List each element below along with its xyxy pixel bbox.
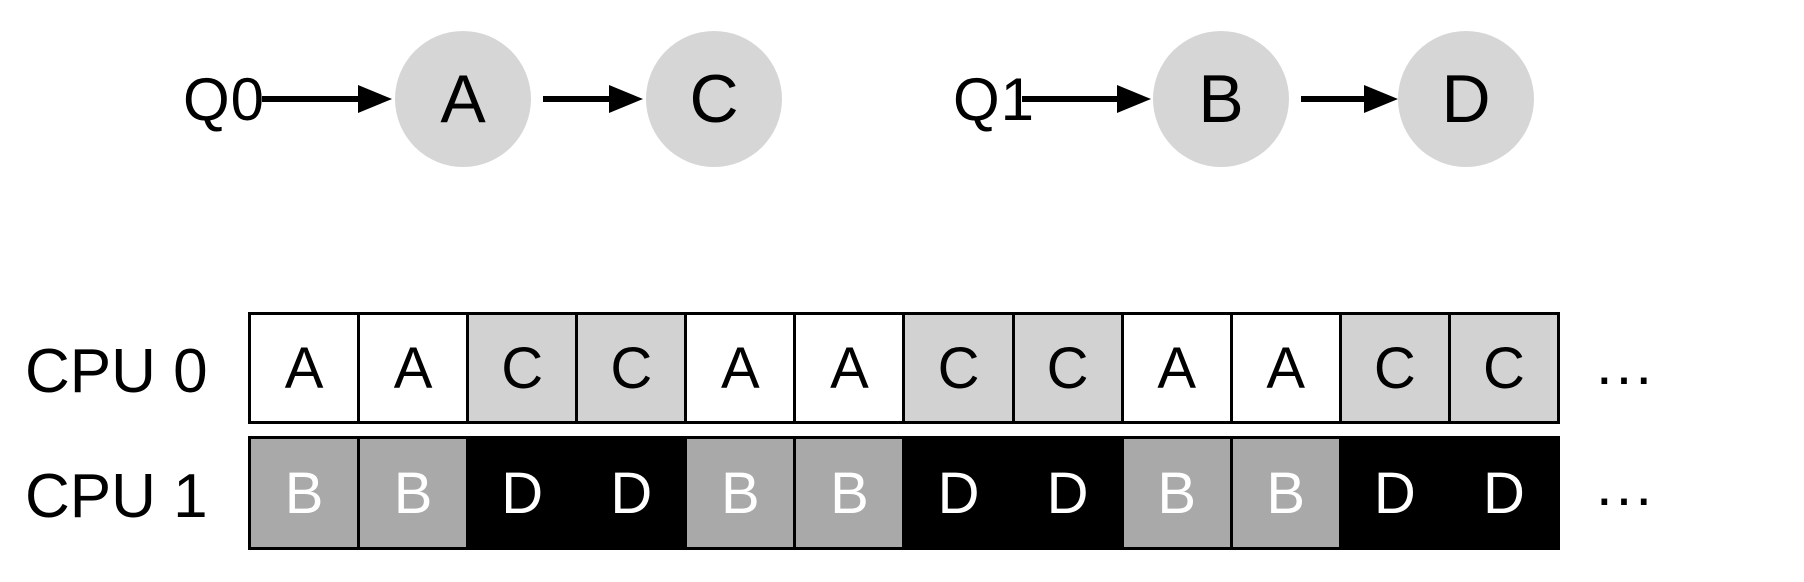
schedule-slot: D <box>1341 436 1451 550</box>
task-node-d: D <box>1398 31 1534 167</box>
schedule-slot: B <box>796 436 906 550</box>
cpu1-schedule-row: B B D D B B D D B B D D <box>248 436 1560 550</box>
task-node-c: C <box>646 31 782 167</box>
schedule-slot: B <box>1123 436 1233 550</box>
arrow-right-icon <box>262 85 392 113</box>
schedule-slot: B <box>1232 436 1342 550</box>
arrow-right-icon <box>1022 85 1151 113</box>
cpu0-label: CPU 0 <box>25 337 208 406</box>
schedule-slot: D <box>469 436 579 550</box>
schedule-slot: A <box>1123 312 1233 424</box>
task-node-c-label: C <box>689 61 739 137</box>
schedule-slot: C <box>1014 312 1124 424</box>
schedule-slot: A <box>360 312 470 424</box>
queue-q0-label: Q0 <box>183 66 266 133</box>
schedule-slot: B <box>687 436 797 550</box>
schedule-slot: C <box>1341 312 1451 424</box>
cpu0-schedule-row: A A C C A A C C A A C C <box>248 312 1560 424</box>
cpu0-continuation-ellipsis: ... <box>1596 330 1656 397</box>
task-node-a-label: A <box>440 61 486 137</box>
cpu1-label: CPU 1 <box>25 462 208 531</box>
cpu1-continuation-ellipsis: ... <box>1596 451 1656 518</box>
queue-q1-label: Q1 <box>953 66 1036 133</box>
schedule-slot: A <box>796 312 906 424</box>
task-node-b-label: B <box>1198 61 1244 137</box>
schedule-slot: D <box>1450 436 1560 550</box>
schedule-slot: D <box>905 436 1015 550</box>
arrow-right-icon <box>543 85 643 113</box>
schedule-slot: B <box>248 436 361 550</box>
schedule-slot: A <box>687 312 797 424</box>
arrow-right-icon <box>1301 85 1398 113</box>
schedule-slot: C <box>469 312 579 424</box>
task-node-a: A <box>395 31 531 167</box>
schedule-slot: C <box>905 312 1015 424</box>
task-node-b: B <box>1153 31 1289 167</box>
schedule-slot: C <box>578 312 688 424</box>
schedule-slot: D <box>578 436 688 550</box>
schedule-slot: C <box>1450 312 1560 424</box>
task-node-d-label: D <box>1441 61 1491 137</box>
schedule-slot: B <box>360 436 470 550</box>
schedule-slot: A <box>1232 312 1342 424</box>
schedule-slot: D <box>1014 436 1124 550</box>
schedule-slot: A <box>248 312 361 424</box>
